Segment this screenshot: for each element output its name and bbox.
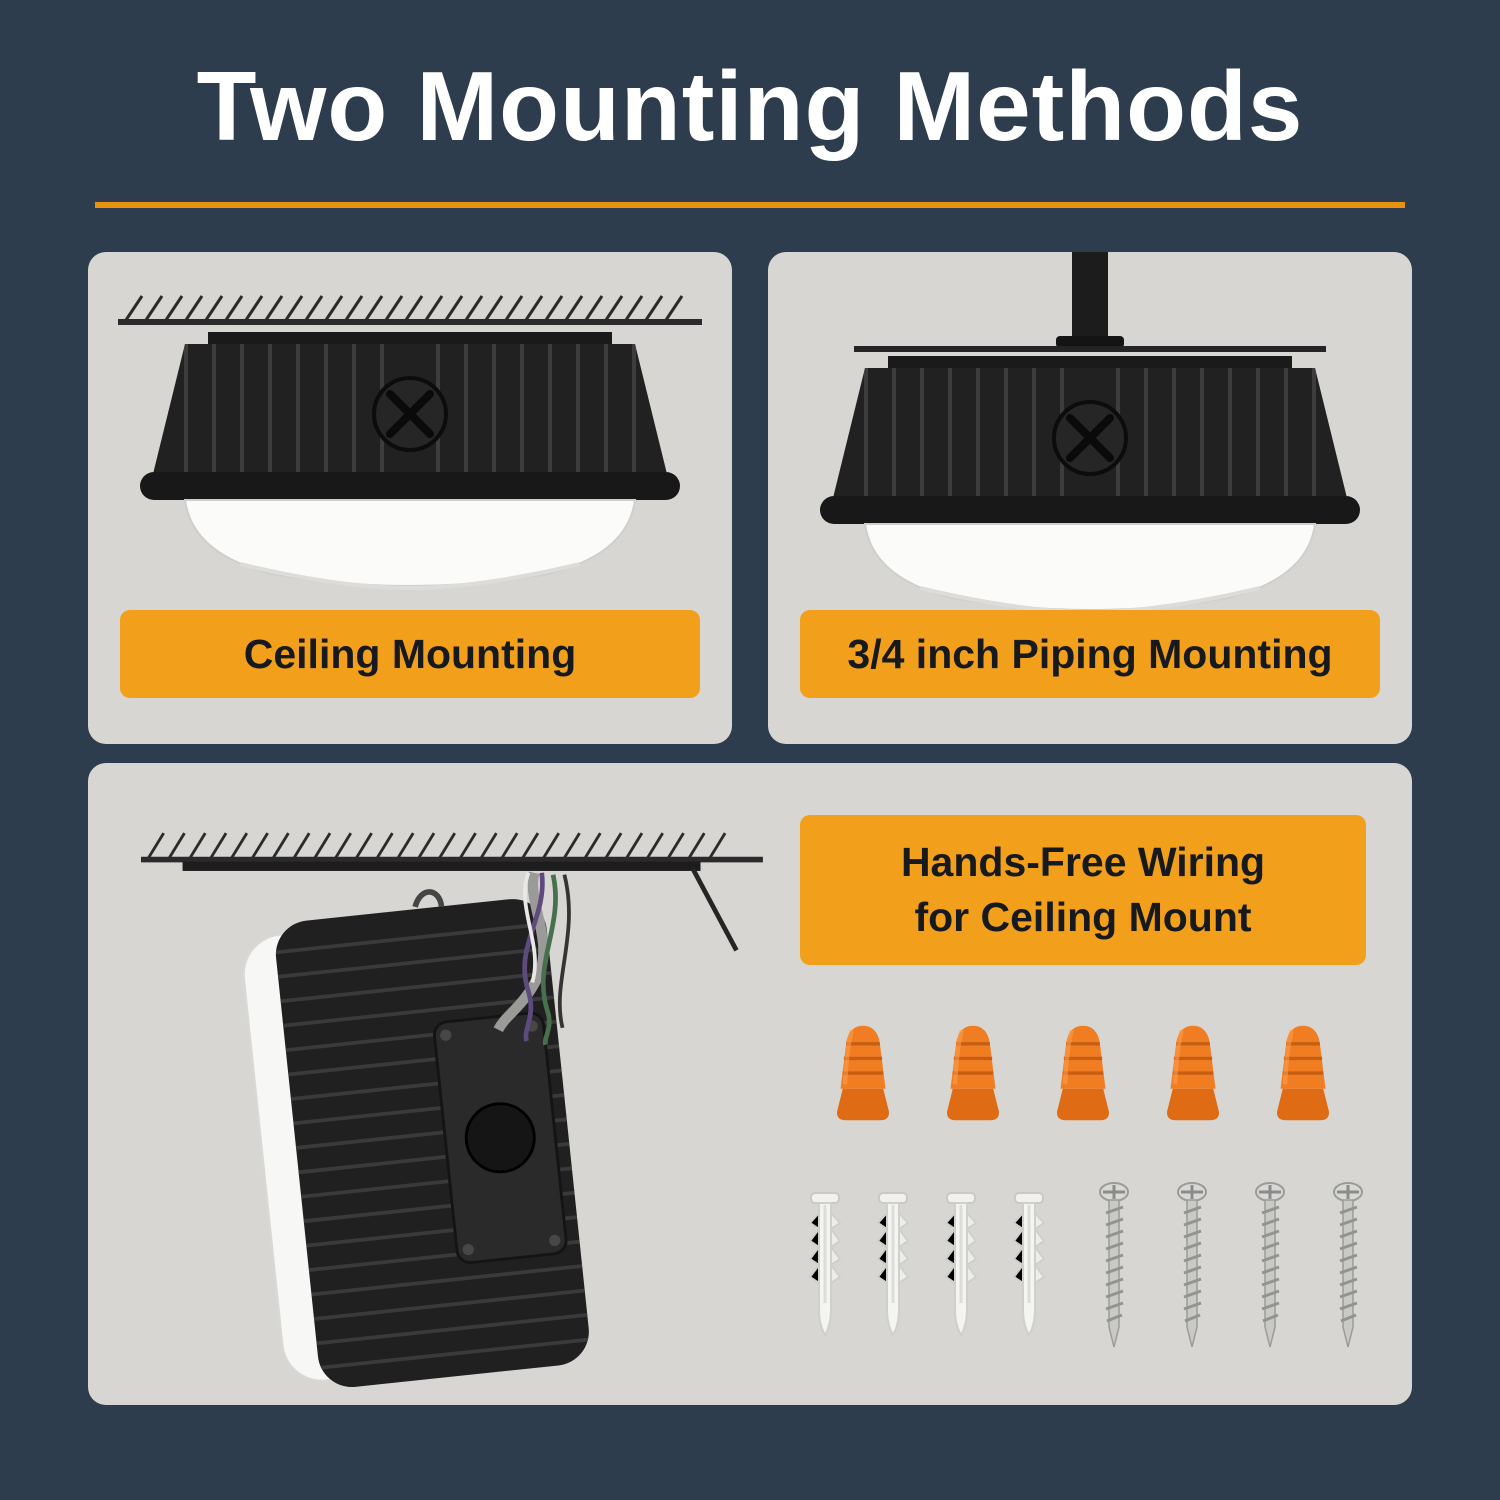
piping-mount-light-illustration: [768, 252, 1412, 652]
ceiling-mounting-label: Ceiling Mounting: [243, 630, 577, 677]
pipe-icon: [1056, 252, 1124, 348]
title-divider: [95, 202, 1405, 208]
ceiling-mount-light-illustration: [118, 295, 702, 612]
screw-icon: [1254, 1181, 1286, 1349]
ceiling-hatch-icon: [140, 832, 763, 863]
screw-icon: [1098, 1181, 1130, 1349]
wire-nut-icon: [937, 1019, 1009, 1127]
wall-anchor-icon: [876, 1191, 910, 1337]
page-title: Two Mounting Methods: [196, 51, 1304, 161]
wire-nut-icon: [1047, 1019, 1119, 1127]
screw-icon: [1176, 1181, 1208, 1349]
panel-hands-free-wiring: Hands-Free Wiring for Ceiling Mount: [88, 763, 1412, 1405]
wall-anchor-icon: [808, 1191, 842, 1337]
wire-nut-icon: [1157, 1019, 1229, 1127]
mounting-hook: [412, 889, 445, 908]
hardware-row: [788, 1161, 1382, 1371]
mounting-plate: [854, 346, 1326, 352]
canopy-light-side-icon: [242, 899, 591, 1387]
bracket-arm: [690, 867, 739, 952]
side-mounted-light-illustration: [140, 832, 763, 1387]
piping-mounting-label: 3/4 inch Piping Mounting: [847, 630, 1333, 677]
mounting-plate: [182, 861, 701, 871]
wire-nut-icon: [1267, 1019, 1339, 1127]
wall-anchors-group: [805, 1190, 1049, 1342]
wire-nuts-row: [800, 1013, 1366, 1133]
canopy-light-icon: [140, 332, 680, 588]
screw-icon: [1332, 1181, 1364, 1349]
hands-free-wiring-label-line1: Hands-Free Wiring: [900, 838, 1266, 885]
wire-nut-icon: [827, 1019, 899, 1127]
panel-ceiling-mounting: Ceiling Mounting: [88, 252, 732, 744]
screws-group: [1097, 1177, 1365, 1355]
wires: [493, 871, 571, 1046]
canopy-light-icon: [820, 356, 1360, 612]
hands-free-wiring-badge: Hands-Free Wiring for Ceiling Mount: [800, 815, 1366, 965]
ceiling-hatch-icon: [118, 295, 702, 325]
ceiling-mounting-badge: Ceiling Mounting: [120, 610, 700, 698]
piping-mounting-badge: 3/4 inch Piping Mounting: [800, 610, 1380, 698]
panel-piping-mounting: 3/4 inch Piping Mounting: [768, 252, 1412, 744]
wall-anchor-icon: [944, 1191, 978, 1337]
wall-anchor-icon: [1012, 1191, 1046, 1337]
hands-free-wiring-label-line2: for Ceiling Mount: [914, 894, 1252, 940]
